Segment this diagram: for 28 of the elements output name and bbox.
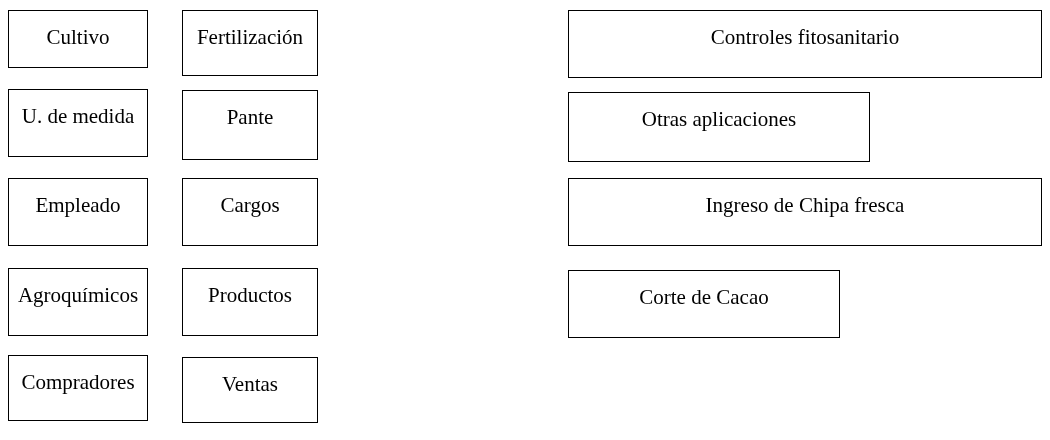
entity-box (568, 270, 840, 338)
box-label: Cultivo (46, 25, 110, 50)
box-label: U. de medida (21, 104, 135, 129)
entity-box (8, 178, 148, 246)
entity-box (8, 355, 148, 421)
entity-box (8, 10, 148, 68)
box-label: Productos (208, 283, 292, 308)
box-label: Ventas (222, 372, 278, 397)
box-label: Pante (226, 105, 274, 130)
box-label: Empleado (35, 193, 121, 218)
entity-box (8, 268, 148, 336)
entity-box (8, 89, 148, 157)
box-label: Controles fitosanitario (710, 25, 900, 50)
entity-box (182, 268, 318, 336)
box-label: Compradores (21, 370, 135, 395)
box-label: Corte de Cacao (639, 285, 769, 310)
entity-box (568, 178, 1042, 246)
box-label: Agroquímicos (17, 283, 139, 308)
box-label: Ingreso de Chipa fresca (705, 193, 905, 218)
entity-box (182, 10, 318, 76)
entity-box (568, 92, 870, 162)
entity-box (182, 357, 318, 423)
entity-box (182, 90, 318, 160)
box-label: Cargos (220, 193, 280, 218)
box-label: Fertilización (196, 25, 304, 50)
box-label: Otras aplicaciones (641, 107, 797, 132)
entity-box (568, 10, 1042, 78)
entity-box (182, 178, 318, 246)
